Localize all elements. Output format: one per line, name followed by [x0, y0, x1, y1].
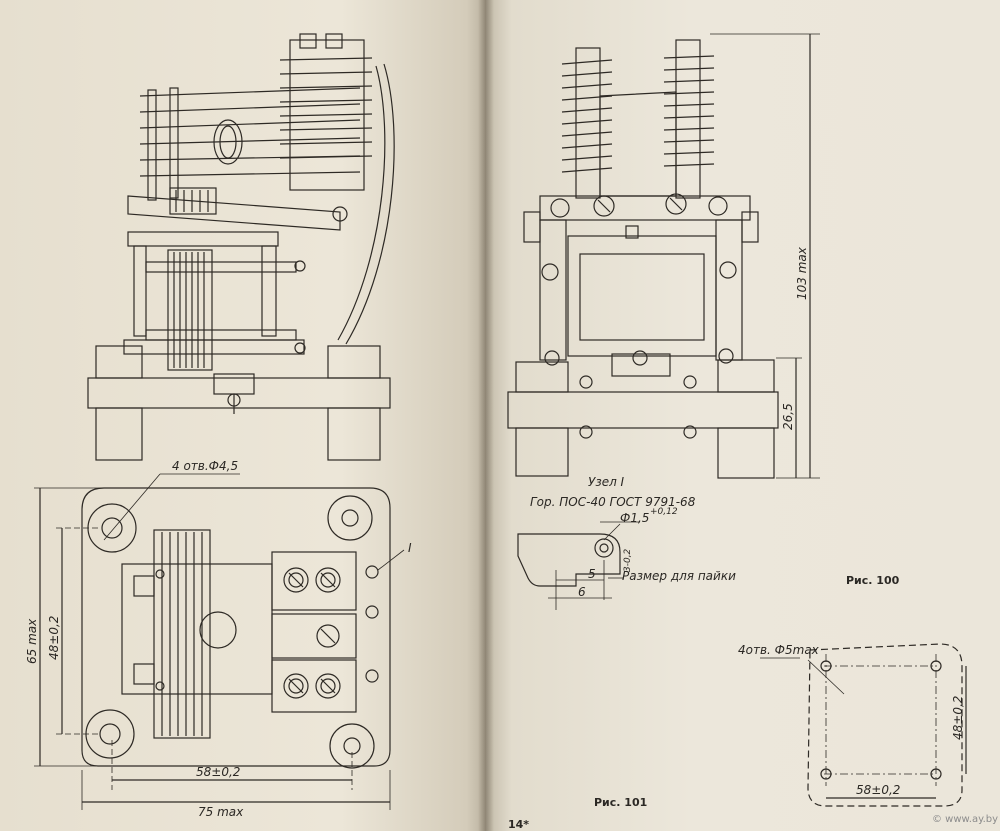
- dim-pitch-v-left: 48±0,2: [47, 616, 61, 660]
- dim-height-right: 103 max: [795, 246, 809, 300]
- solder-size-label: Размер для пайки: [622, 569, 736, 583]
- holes-note-right: 4отв. Ф5max: [738, 643, 820, 657]
- solder-note: Гор. ПОС-40 ГОСТ 9791-68: [530, 495, 696, 509]
- node-title: Узел I: [588, 475, 625, 489]
- node-detail: [517, 521, 640, 610]
- caption-fig100: Рис. 100: [846, 574, 900, 587]
- holes-note-left: 4 отв.Ф4,5: [172, 459, 238, 473]
- relay-front-view: [507, 33, 820, 479]
- dim-base-right: 26,5: [781, 403, 795, 430]
- relay-plan-view: [34, 473, 405, 810]
- drill-pattern: [760, 643, 967, 807]
- dim-small: 3-0,2: [623, 548, 633, 572]
- left-page: [0, 0, 486, 831]
- node-mark: I: [408, 541, 412, 555]
- right-page: [486, 0, 1000, 831]
- dim-5: 5: [588, 567, 596, 581]
- dim-pitch-h-left: 58±0,2: [196, 765, 240, 779]
- hole-tolerance: +0,12: [650, 507, 678, 517]
- dim-6: 6: [578, 585, 586, 599]
- relay-side-view: [87, 33, 395, 461]
- dim-width-left: 75 max: [198, 805, 244, 819]
- watermark: © www.ay.by: [932, 814, 998, 825]
- hole-dim: Ф1,5: [620, 511, 649, 525]
- book-gutter: [478, 0, 494, 831]
- dim-h-right: 58±0,2: [856, 783, 900, 797]
- dim-height-left: 65 max: [25, 618, 39, 664]
- dim-v-right: 48±0,2: [951, 696, 965, 740]
- page-number: 14*: [508, 818, 529, 831]
- caption-fig101: Рис. 101: [594, 796, 647, 809]
